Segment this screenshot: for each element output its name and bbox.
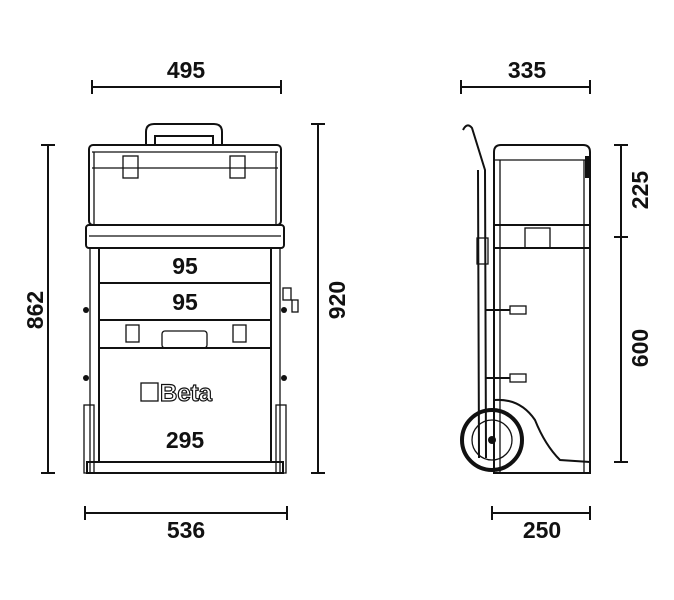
dim-label-536: 536: [167, 517, 205, 543]
dim-side-height-top-case: 225: [614, 144, 653, 237]
dim-front-height-body: 862: [22, 144, 55, 474]
drawer-1-label: 95: [172, 253, 198, 279]
dim-label-250: 250: [523, 517, 561, 543]
wheel-cover: [493, 398, 591, 463]
dim-side-depth-top: 335: [460, 57, 591, 94]
latch-right: [229, 155, 246, 179]
dim-label-225: 225: [627, 171, 653, 210]
latch-left: [122, 155, 139, 179]
side-top-case: [493, 144, 591, 225]
beta-logo-icon: [140, 382, 159, 402]
door-label: 295: [166, 427, 205, 453]
dim-front-height-total: 920: [311, 123, 350, 474]
dim-label-600: 600: [627, 329, 653, 367]
dim-front-width-top: 495: [91, 57, 282, 94]
side-view: [460, 124, 591, 474]
trolley-handle: [462, 124, 487, 459]
top-handle: [145, 123, 223, 145]
beta-logo: Beta: [160, 380, 213, 407]
dim-label-862: 862: [22, 291, 48, 329]
drawer-2-label: 95: [172, 289, 198, 315]
dim-label-920: 920: [324, 281, 350, 319]
top-case: [88, 144, 282, 226]
dim-label-495: 495: [167, 57, 206, 83]
dim-side-height-lower: 600: [614, 236, 653, 463]
side-body: [493, 247, 591, 474]
front-view: 95 95 Beta 295: [83, 123, 299, 474]
dim-side-depth-base: 250: [491, 506, 591, 543]
dim-label-335: 335: [508, 57, 547, 83]
base: [86, 461, 284, 474]
tray-handle: [161, 330, 208, 349]
wheel: [460, 408, 524, 472]
lock-icon: [282, 287, 292, 301]
dim-front-width-base: 536: [84, 506, 288, 543]
